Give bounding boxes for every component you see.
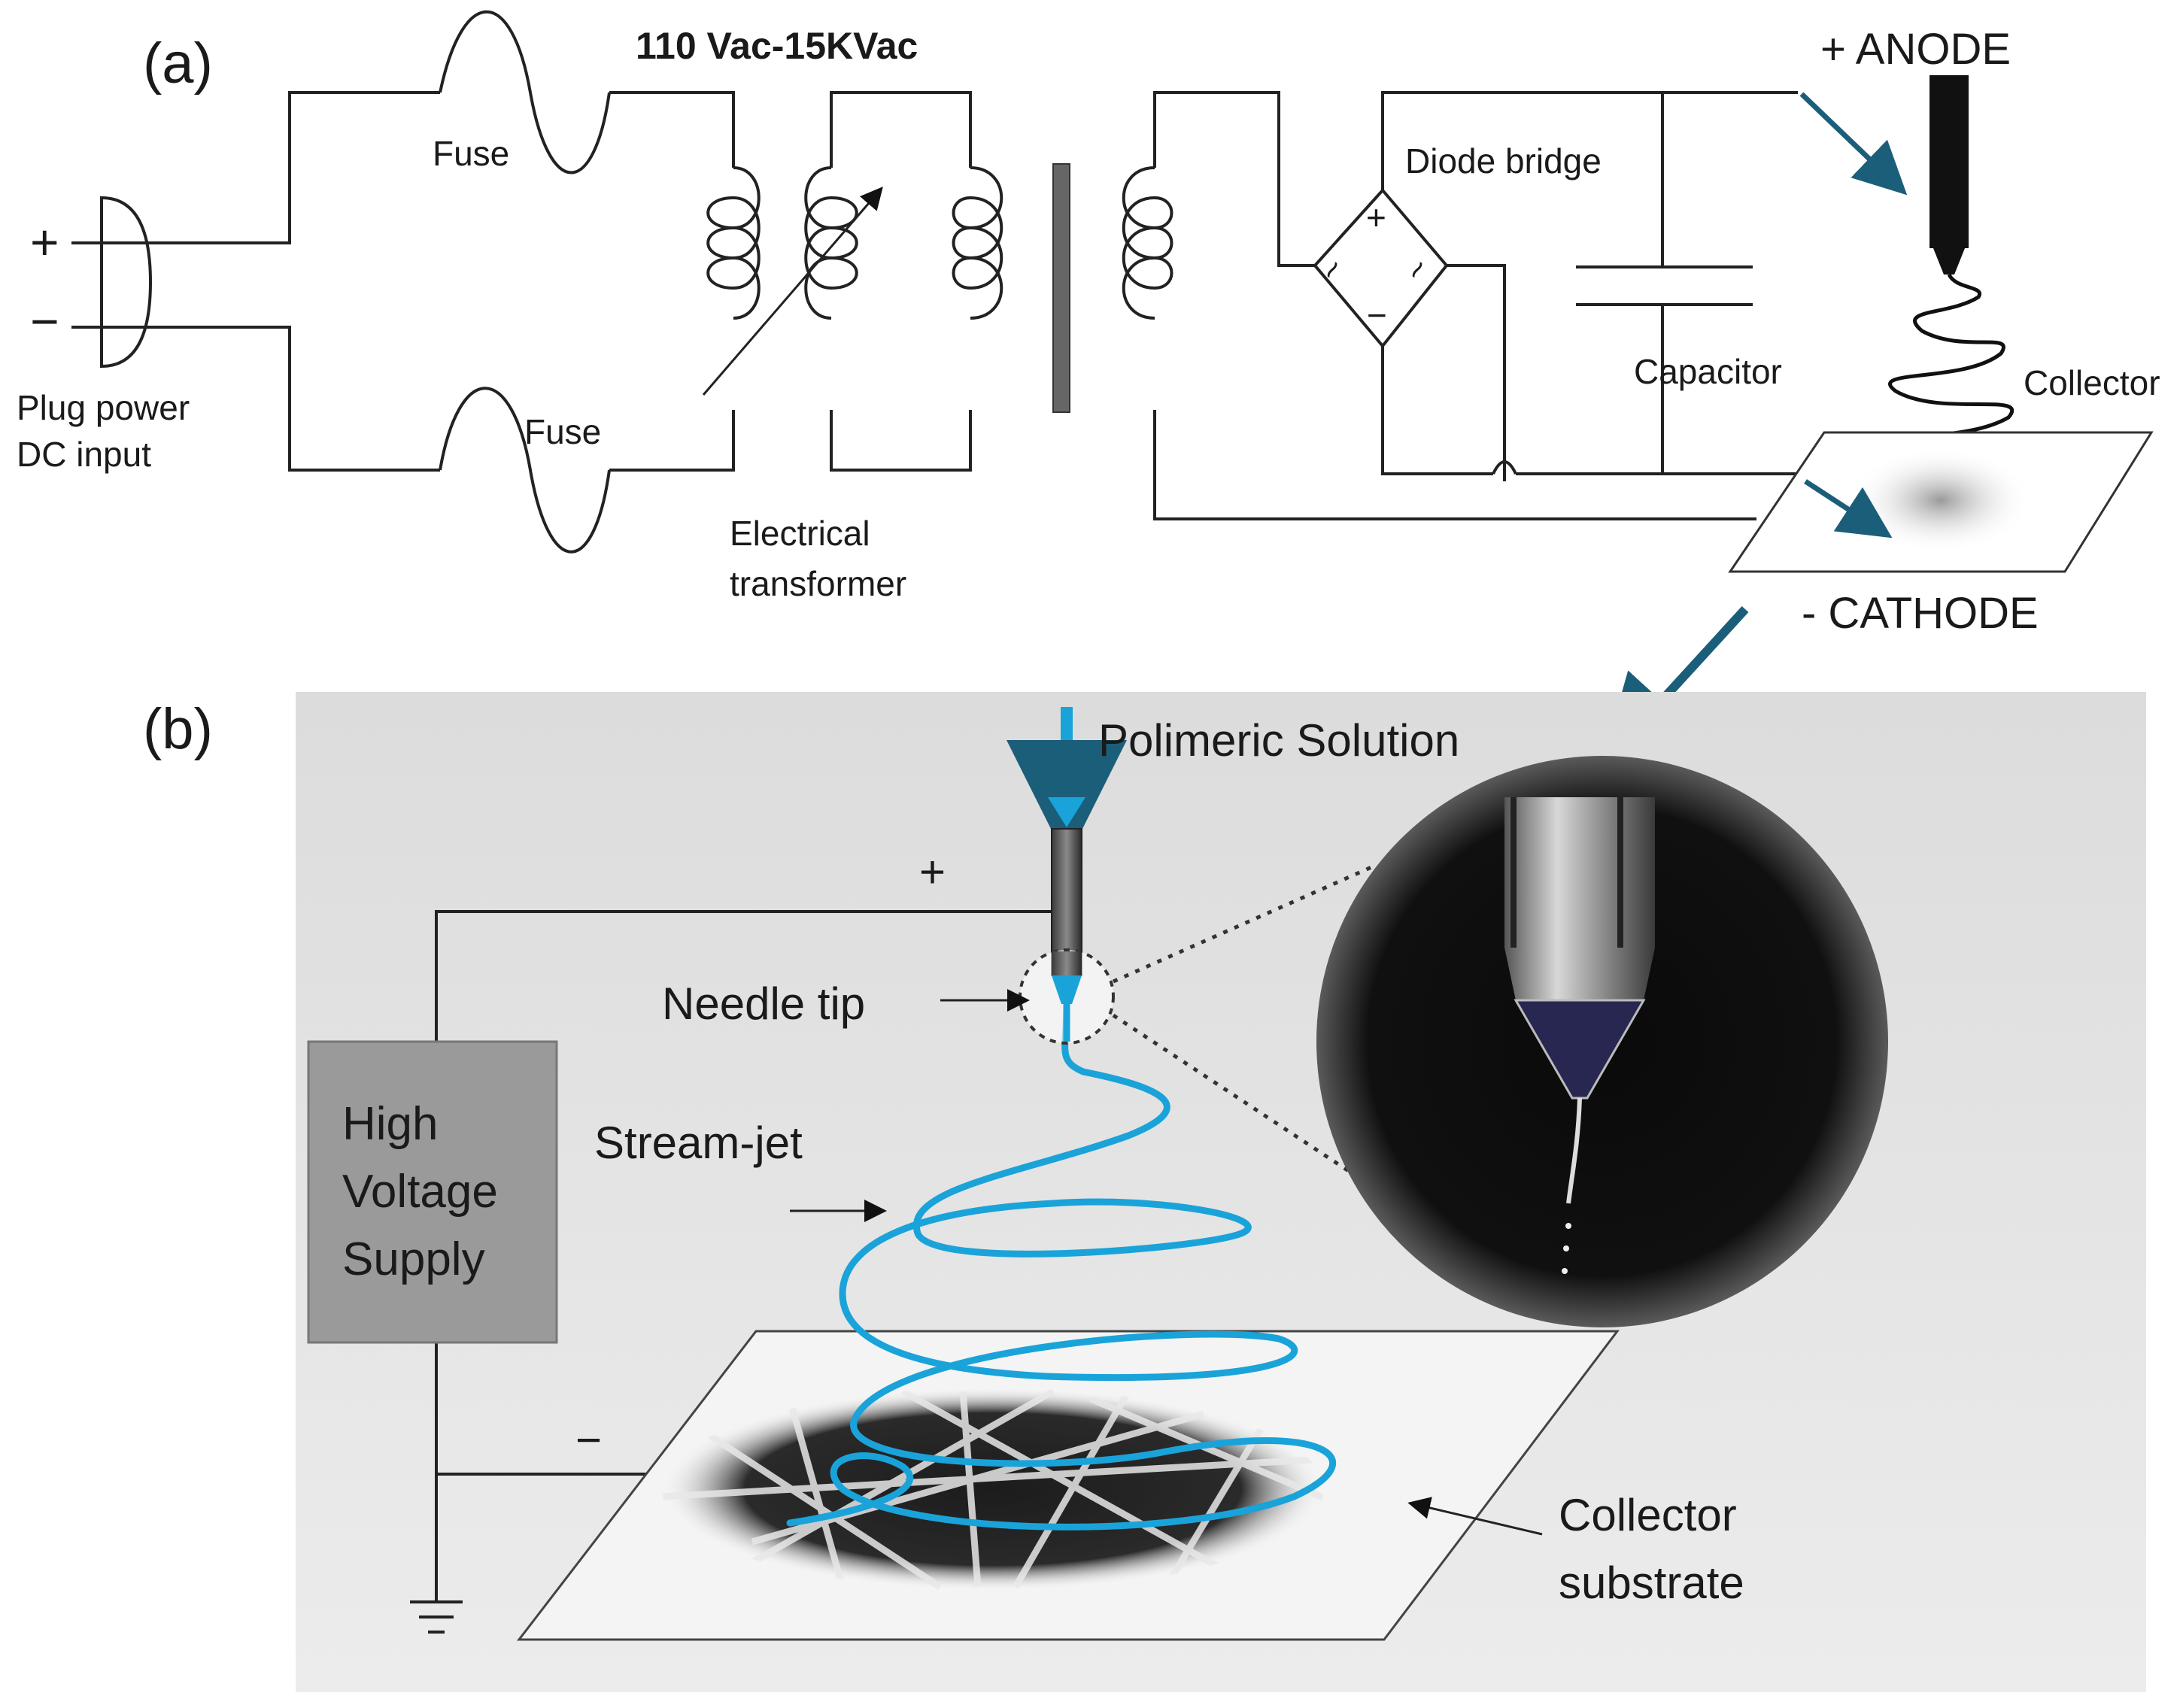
plug-label-line2: DC input — [17, 435, 151, 474]
diode-bridge: + − ~ ~ Diode bridge — [1311, 91, 1798, 520]
fuse-top-symbol — [439, 11, 611, 174]
diode-ac-left: ~ — [1311, 252, 1353, 287]
fiber-strands — [662, 1388, 1324, 1590]
positive-sign: + — [919, 847, 946, 897]
variable-arrow — [702, 187, 883, 396]
diode-bridge-label: Diode bridge — [1405, 141, 1602, 181]
fuse-bottom-symbol — [439, 387, 611, 554]
high-voltage-supply — [307, 1040, 558, 1344]
transformer-label-line1: Electrical — [730, 514, 870, 553]
stream-jet-label: Stream-jet — [594, 1118, 803, 1168]
anode-arrow — [1799, 92, 1908, 196]
collector-label: Collector — [2024, 363, 2160, 402]
fuse-bottom-label: Fuse — [524, 412, 601, 451]
anode-label: + ANODE — [1820, 25, 2011, 74]
needle-tip-label: Needle tip — [662, 978, 865, 1029]
polymeric-solution-label: Polimeric Solution — [1098, 715, 1459, 766]
fuse-circuit: Fuse Fuse — [150, 11, 735, 554]
panel-b-label: (b) — [143, 697, 213, 761]
plug-label-line1: Plug power — [17, 388, 190, 427]
variable-transformer: Electrical transformer — [702, 91, 972, 603]
capacitor: Capacitor — [1576, 93, 1782, 474]
capacitor-label: Capacitor — [1634, 352, 1782, 391]
supply-label-line3: Supply — [342, 1233, 485, 1285]
panel-a: (a) 110 Vac-15KVac + − Plug power DC inp… — [17, 11, 2160, 768]
transformer-core — [1052, 163, 1070, 413]
collector-substrate-label-line1: Collector — [1559, 1490, 1737, 1540]
collector-substrate-arrow — [1407, 1497, 1543, 1536]
transformer-label-line2: transformer — [730, 564, 906, 603]
cathode-label: - CATHODE — [1802, 589, 2039, 638]
ground-symbol — [410, 1600, 463, 1634]
supply-label-line2: Voltage — [342, 1166, 498, 1218]
fuse-top-label: Fuse — [433, 134, 509, 173]
plus-sign: + — [30, 214, 59, 270]
supply-label-line1: High — [342, 1098, 439, 1150]
panel-b: Polimeric Solution + − High Voltage Supp… — [296, 692, 2146, 1692]
core-transformer — [952, 91, 1493, 520]
fiber-deposit — [1851, 447, 2031, 553]
negative-sign: − — [575, 1415, 602, 1465]
stream-jet — [786, 1000, 1336, 1531]
plug-symbol: + − — [30, 196, 153, 369]
minus-sign: − — [30, 293, 59, 349]
voltage-range-label: 110 Vac-15KVac — [636, 25, 918, 67]
diode-plus: + — [1366, 198, 1386, 237]
diode-minus: − — [1367, 296, 1387, 335]
needle-and-spiral — [1887, 75, 2014, 472]
positive-lead — [435, 910, 1052, 1042]
collector-arrow — [1804, 479, 1893, 538]
needle-tip-zoom — [1316, 756, 1888, 1327]
needle-body — [1929, 75, 1969, 248]
collector-plate: Collector — [1728, 363, 2160, 573]
collector-substrate-label-line2: substrate — [1559, 1558, 1744, 1608]
panel-a-label: (a) — [143, 32, 213, 96]
